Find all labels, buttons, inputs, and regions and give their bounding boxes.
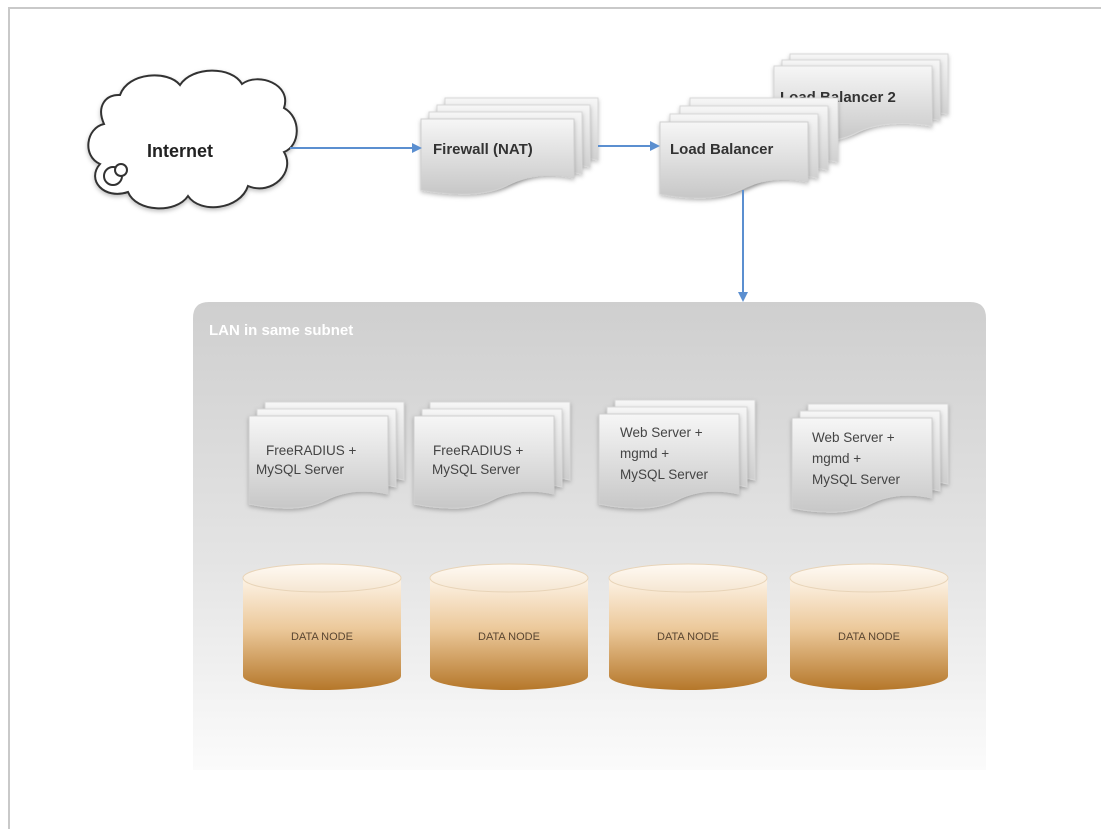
firewall-stack: Firewall (NAT)	[420, 97, 599, 195]
data-node-4: DATA NODE	[789, 563, 949, 690]
server-4-line1: Web Server +	[812, 430, 895, 445]
server-2-line1: FreeRADIUS +	[433, 443, 524, 458]
data-node-1-label: DATA NODE	[291, 631, 353, 643]
server-1-line2: MySQL Server	[256, 462, 345, 477]
server-3-line2: mgmd +	[620, 446, 669, 461]
server-2-line2: MySQL Server	[432, 462, 521, 477]
server-stack-3: Web Server + mgmd + MySQL Server	[598, 399, 756, 509]
server-stack-4: Web Server + mgmd + MySQL Server	[791, 403, 949, 513]
server-1-line1: FreeRADIUS +	[266, 443, 357, 458]
data-node-2-label: DATA NODE	[478, 631, 540, 643]
load-balancer-stack: Load Balancer	[659, 97, 839, 199]
data-node-1: DATA NODE	[242, 563, 402, 690]
server-4-line3: MySQL Server	[812, 472, 901, 487]
data-node-3: DATA NODE	[608, 563, 768, 690]
data-node-2: DATA NODE	[429, 563, 589, 690]
server-3-line3: MySQL Server	[620, 467, 709, 482]
lan-area: LAN in same subnet	[193, 302, 986, 770]
server-stack-2: FreeRADIUS + MySQL Server	[413, 401, 571, 509]
server-stack-1: FreeRADIUS + MySQL Server	[248, 401, 405, 509]
data-node-3-label: DATA NODE	[657, 631, 719, 643]
server-4-line2: mgmd +	[812, 451, 861, 466]
load-balancer-label: Load Balancer	[670, 141, 774, 158]
server-3-line1: Web Server +	[620, 425, 703, 440]
lan-title: LAN in same subnet	[209, 322, 353, 339]
firewall-label: Firewall (NAT)	[433, 141, 533, 158]
internet-cloud: Internet	[87, 69, 298, 210]
slide-frame	[8, 7, 1101, 829]
internet-label: Internet	[147, 141, 213, 161]
data-node-4-label: DATA NODE	[838, 631, 900, 643]
